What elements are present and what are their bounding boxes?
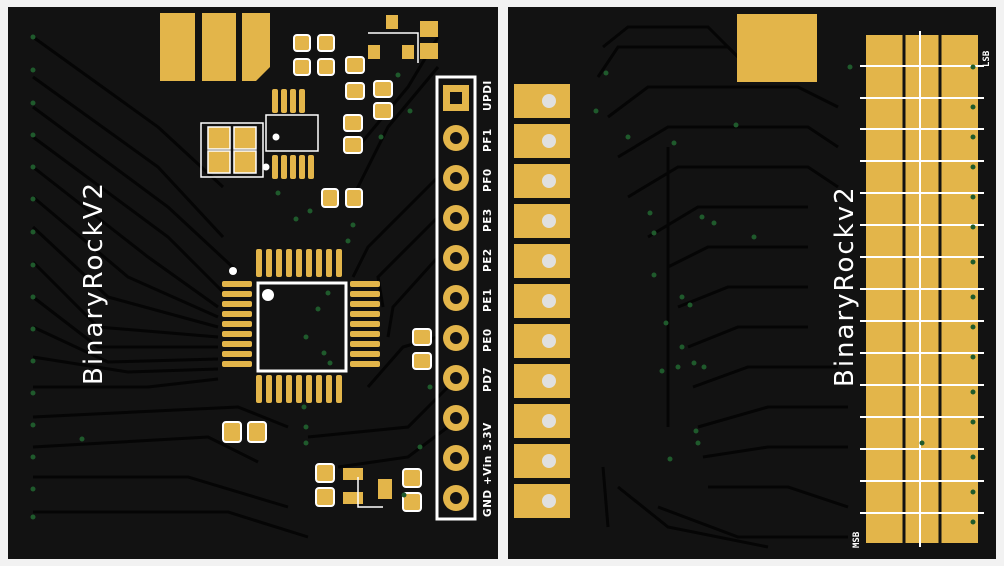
front-header-pins xyxy=(435,75,477,521)
pin-label-pe3: PE3 xyxy=(482,208,494,232)
front-traces xyxy=(31,35,450,539)
pin-label-gnd: GND xyxy=(482,489,494,517)
back-top-pad xyxy=(737,14,817,82)
pcb-front-side: BinaryRockV2 UPDI PF1 PF0 PE3 PE2 PE1 PE… xyxy=(8,7,498,559)
pin-label-pe2: PE2 xyxy=(482,248,494,272)
front-board-title: BinaryRockV2 xyxy=(79,180,109,385)
pin-label-pe1: PE1 xyxy=(482,288,494,312)
pcb-back-side: BinaryRockv2 LSB MSB xyxy=(508,7,996,559)
lsb-label: LSB xyxy=(982,50,992,67)
back-board-title: BinaryRockv2 xyxy=(830,185,860,387)
front-smd-components xyxy=(200,15,438,512)
front-artwork xyxy=(30,13,477,539)
back-artwork xyxy=(514,14,984,549)
back-vias xyxy=(593,64,976,525)
front-microcontroller xyxy=(222,249,380,403)
pin-label-vin: +Vin 3.3V xyxy=(482,422,494,485)
msb-label: MSB xyxy=(852,531,862,548)
pin-label-pe0: PE0 xyxy=(482,328,494,352)
pin-label-pf1: PF1 xyxy=(482,128,494,152)
front-top-pads xyxy=(160,13,270,81)
front-vias xyxy=(30,34,433,520)
back-left-pads xyxy=(514,84,570,518)
back-right-pad-block xyxy=(860,31,984,547)
pin-label-pd7: PD7 xyxy=(482,366,494,392)
pin-label-pf0: PF0 xyxy=(482,168,494,192)
back-traces xyxy=(596,25,849,549)
pin-label-updi: UPDI xyxy=(482,80,494,111)
